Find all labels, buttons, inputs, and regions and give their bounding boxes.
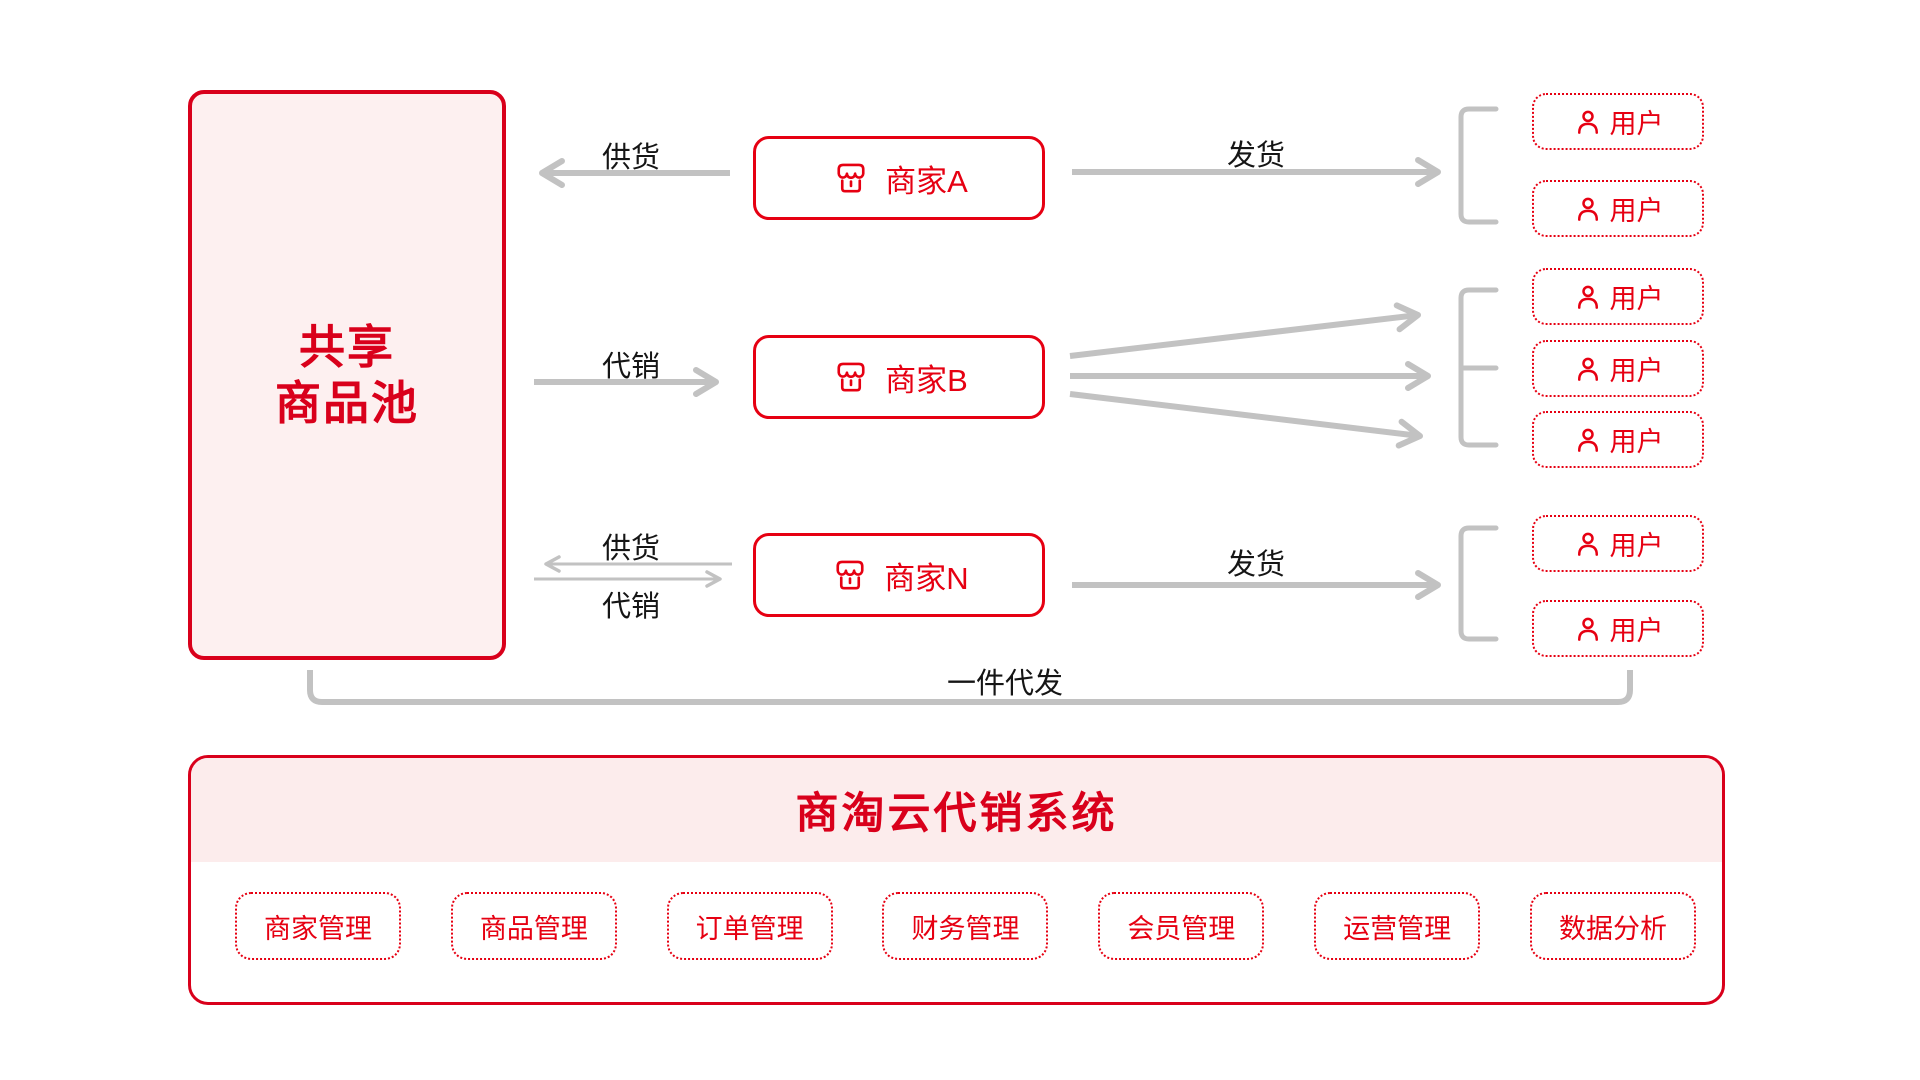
user-box: 用户 (1532, 340, 1704, 397)
edge-label-dropship: 一件代发 (946, 668, 1064, 700)
pool-title-line1: 共享 (299, 320, 395, 373)
person-icon (1577, 110, 1598, 134)
edge-label-consign-b: 代销 (601, 351, 661, 383)
user-group1-bracket (1458, 106, 1499, 225)
system-modules-row: 商家管理 商品管理 订单管理 财务管理 会员管理 运营管理 数据分析 (235, 892, 1696, 960)
module-finance-mgmt: 财务管理 (882, 892, 1049, 960)
pool-title: 共享 商品池 (275, 319, 419, 431)
merchant-a-box: 商家A (753, 136, 1045, 220)
user-label: 用户 (1609, 531, 1664, 561)
user-box: 用户 (1532, 268, 1704, 325)
user-box: 用户 (1532, 93, 1704, 150)
arrow-b-user3 (1069, 391, 1423, 449)
user-box: 用户 (1532, 411, 1704, 468)
person-icon (1577, 617, 1598, 641)
user-label: 用户 (1609, 284, 1664, 314)
edge-label-supply-n: 供货 (601, 533, 661, 565)
system-panel: 商淘云代销系统 商家管理 商品管理 订单管理 财务管理 会员管理 运营管理 数据… (188, 755, 1725, 1005)
user-label: 用户 (1609, 109, 1664, 139)
user-label: 用户 (1609, 427, 1664, 457)
merchant-a-label: 商家A (885, 163, 968, 199)
user-label: 用户 (1609, 616, 1664, 646)
module-operation-mgmt: 运营管理 (1314, 892, 1481, 960)
system-panel-header: 商淘云代销系统 (191, 758, 1722, 862)
storefront-icon (836, 560, 864, 590)
user-box: 用户 (1532, 180, 1704, 237)
arrow-b-user1 (1069, 302, 1421, 359)
module-data-analysis: 数据分析 (1529, 892, 1696, 960)
user-box: 用户 (1532, 515, 1704, 572)
shared-product-pool: 共享 商品池 (188, 90, 506, 660)
module-merchant-mgmt: 商家管理 (235, 892, 401, 960)
merchant-n-label: 商家N (884, 560, 969, 596)
pool-title-line2: 商品池 (275, 377, 419, 429)
module-product-mgmt: 商品管理 (450, 892, 617, 960)
edge-label-supply-a: 供货 (601, 142, 661, 174)
module-order-mgmt: 订单管理 (666, 892, 833, 960)
person-icon (1577, 357, 1598, 381)
user-group3-bracket (1458, 525, 1499, 642)
user-label: 用户 (1609, 356, 1664, 386)
edge-label-ship-n: 发货 (1226, 549, 1286, 581)
edge-label-consign-n: 代销 (601, 591, 661, 623)
merchant-n-box: 商家N (753, 533, 1045, 617)
person-icon (1577, 285, 1598, 309)
person-icon (1577, 532, 1598, 556)
merchant-b-label: 商家B (885, 362, 968, 398)
person-icon (1577, 197, 1598, 221)
person-icon (1577, 428, 1598, 452)
merchant-b-box: 商家B (753, 335, 1045, 419)
storefront-icon (837, 163, 865, 193)
edge-label-ship-a: 发货 (1226, 140, 1286, 172)
user-box: 用户 (1532, 600, 1704, 657)
system-title: 商淘云代销系统 (795, 790, 1118, 838)
module-member-mgmt: 会员管理 (1098, 892, 1265, 960)
user-label: 用户 (1609, 196, 1664, 226)
user-group2-bracket (1458, 287, 1499, 448)
storefront-icon (837, 362, 865, 392)
